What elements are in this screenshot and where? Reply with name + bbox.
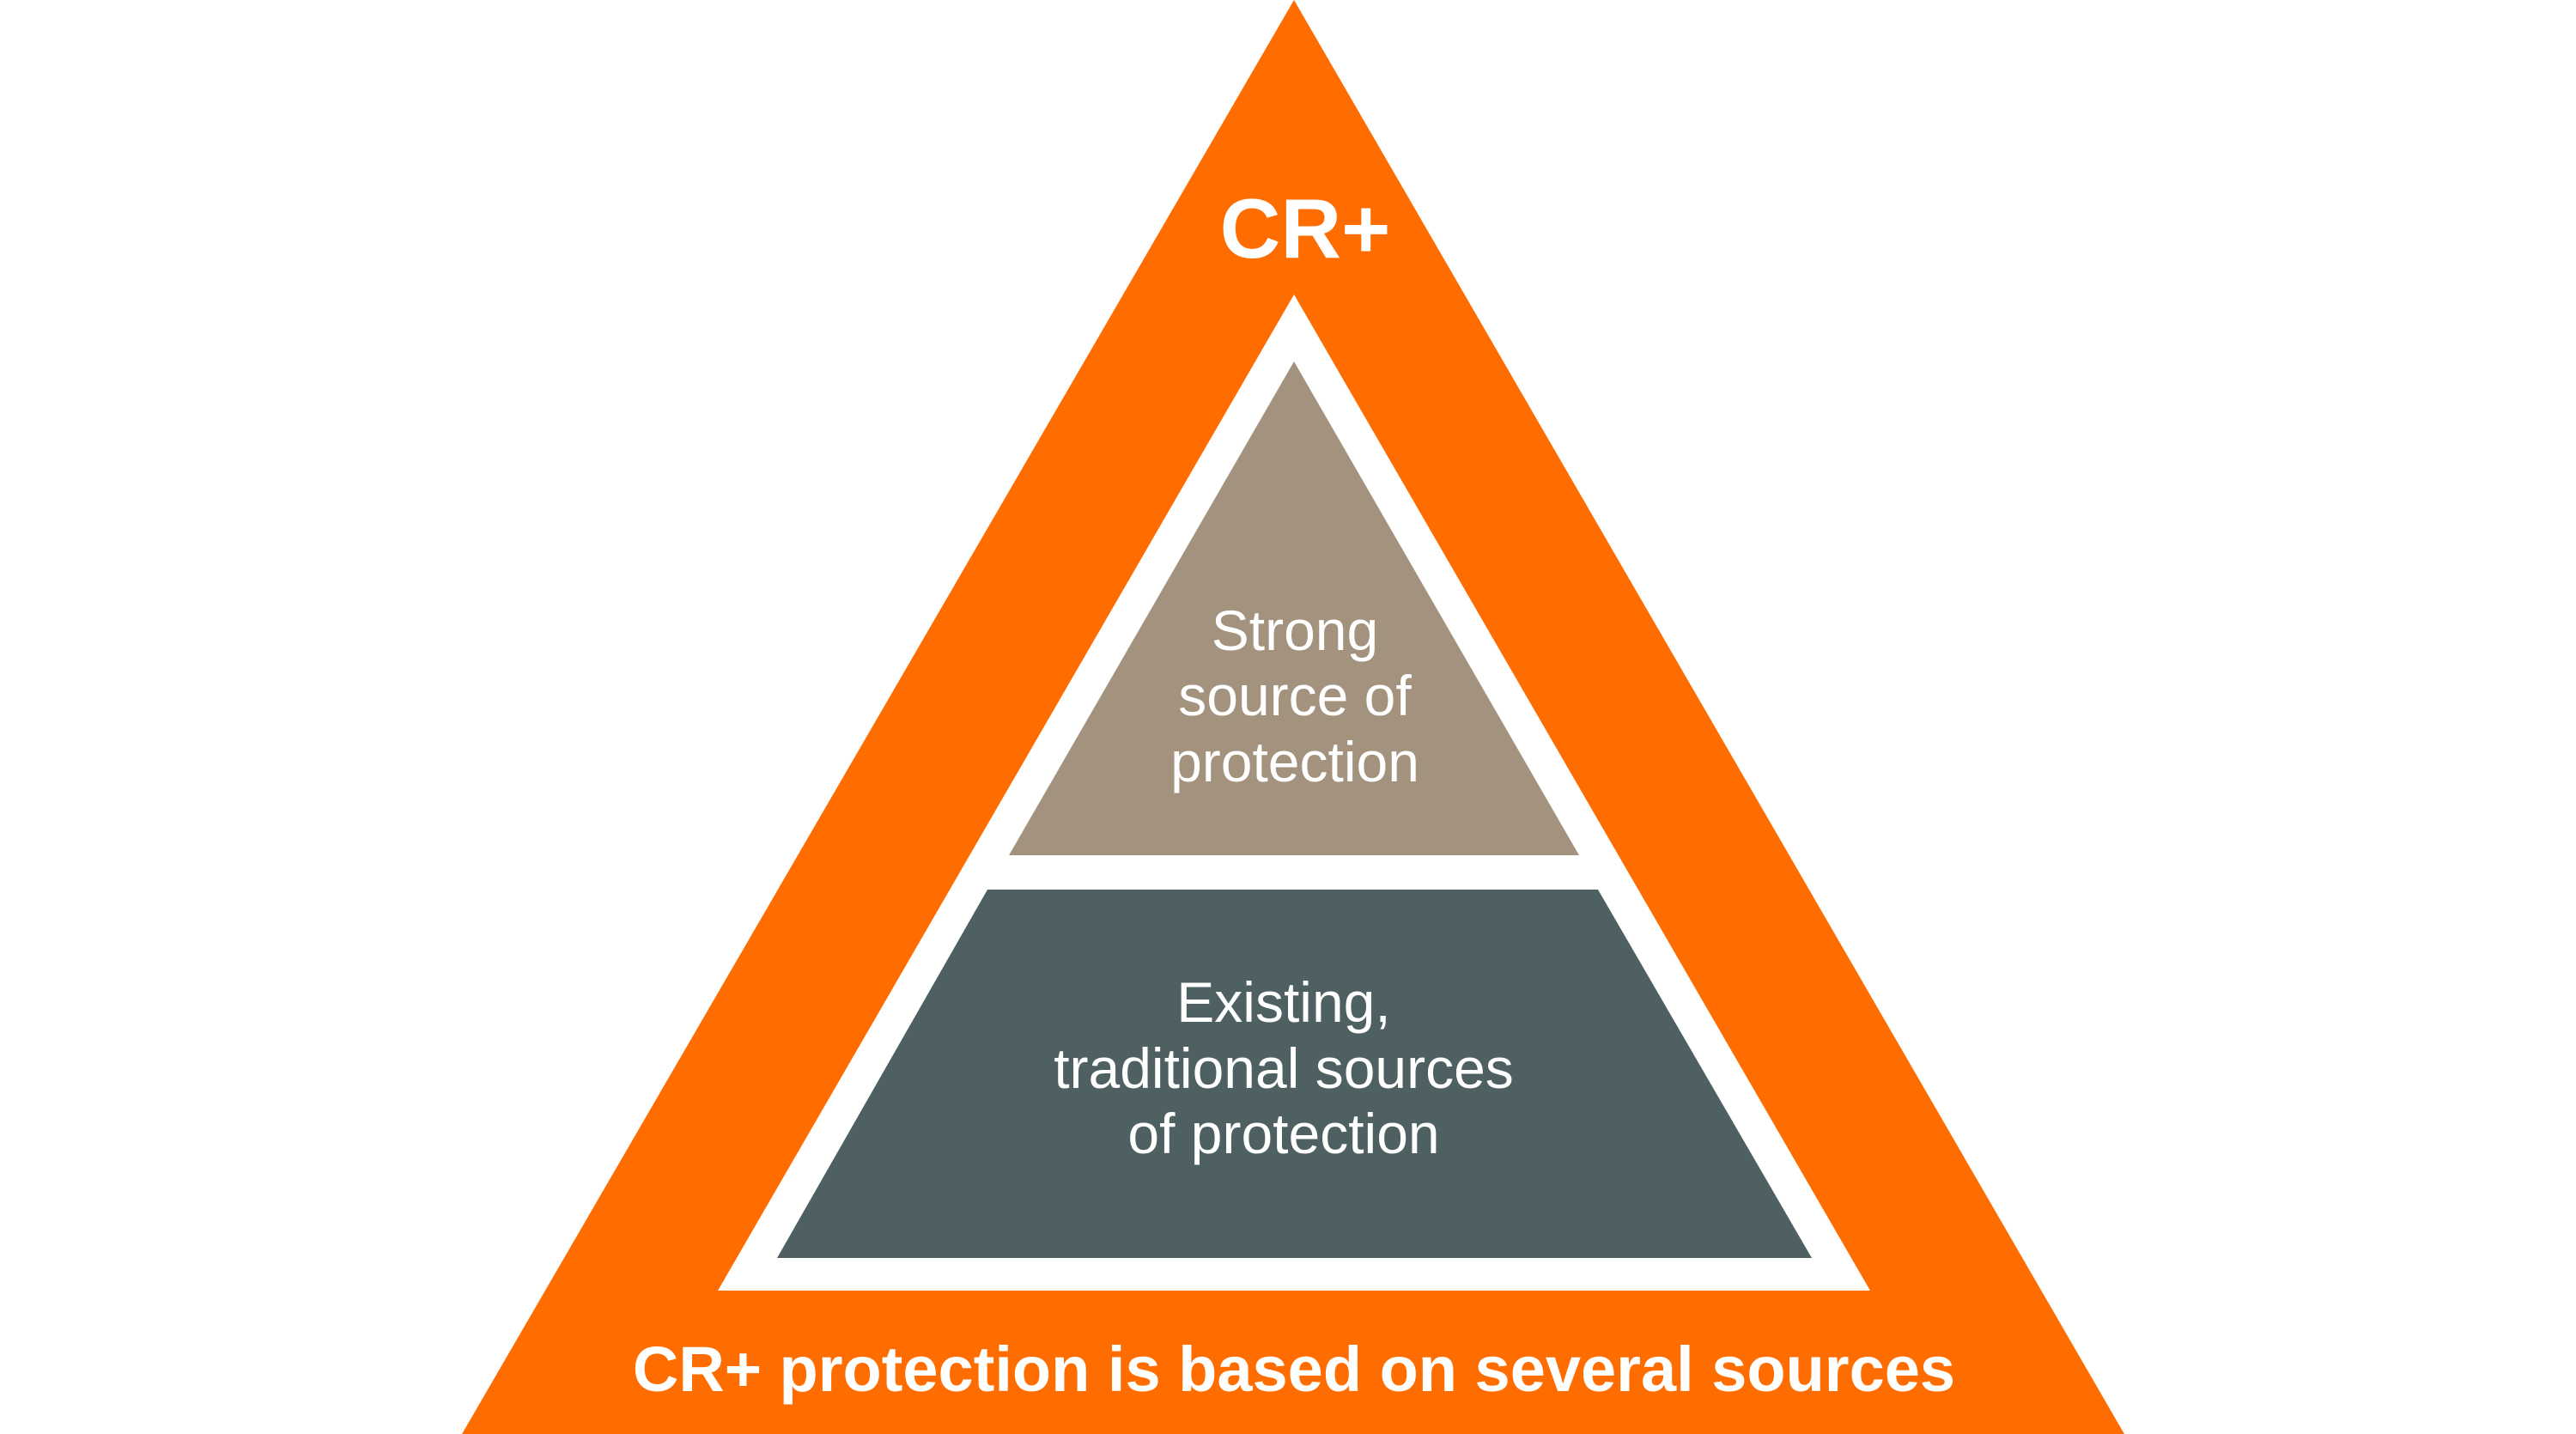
bottom-tier-label-line-2: traditional sources [1054, 1036, 1514, 1100]
bottom-tier-label-line-3: of protection [1127, 1102, 1439, 1165]
top-tier-label-line-3: protection [1170, 730, 1419, 793]
top-tier-label-line-1: Strong [1212, 599, 1378, 662]
top-tier-label-line-2: source of [1178, 664, 1412, 727]
diagram-caption: CR+ protection is based on several sourc… [633, 1334, 1955, 1405]
bottom-tier-label-line-1: Existing, [1176, 970, 1390, 1034]
top-tier-triangle [1009, 362, 1579, 855]
bottom-tier-trapezoid [777, 890, 1812, 1258]
diagram-title: CR+ [1220, 181, 1391, 276]
